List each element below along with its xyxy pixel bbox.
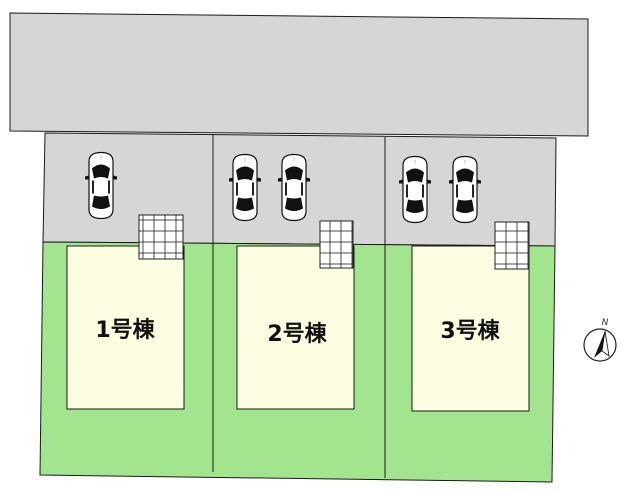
car-plot-3-b <box>448 155 482 224</box>
entrance-tiles-3 <box>494 221 530 270</box>
car-plot-2-a <box>228 153 262 222</box>
plot-label-3: 3号棟 <box>440 318 500 344</box>
entrance-tiles-2 <box>319 220 354 269</box>
car-plot-1-a <box>84 151 118 220</box>
north-arrow-icon <box>583 328 617 362</box>
house-2 <box>236 245 355 410</box>
house-3 <box>411 245 530 412</box>
entrance-tiles-1 <box>138 214 184 260</box>
road <box>9 12 589 137</box>
car-plot-2-b <box>277 153 311 222</box>
compass-north-label: N <box>602 318 609 328</box>
car-plot-3-a <box>398 155 432 224</box>
plot-label-1: 1号棟 <box>95 317 155 343</box>
house-1 <box>66 245 185 410</box>
plot-label-2: 2号棟 <box>267 321 327 347</box>
